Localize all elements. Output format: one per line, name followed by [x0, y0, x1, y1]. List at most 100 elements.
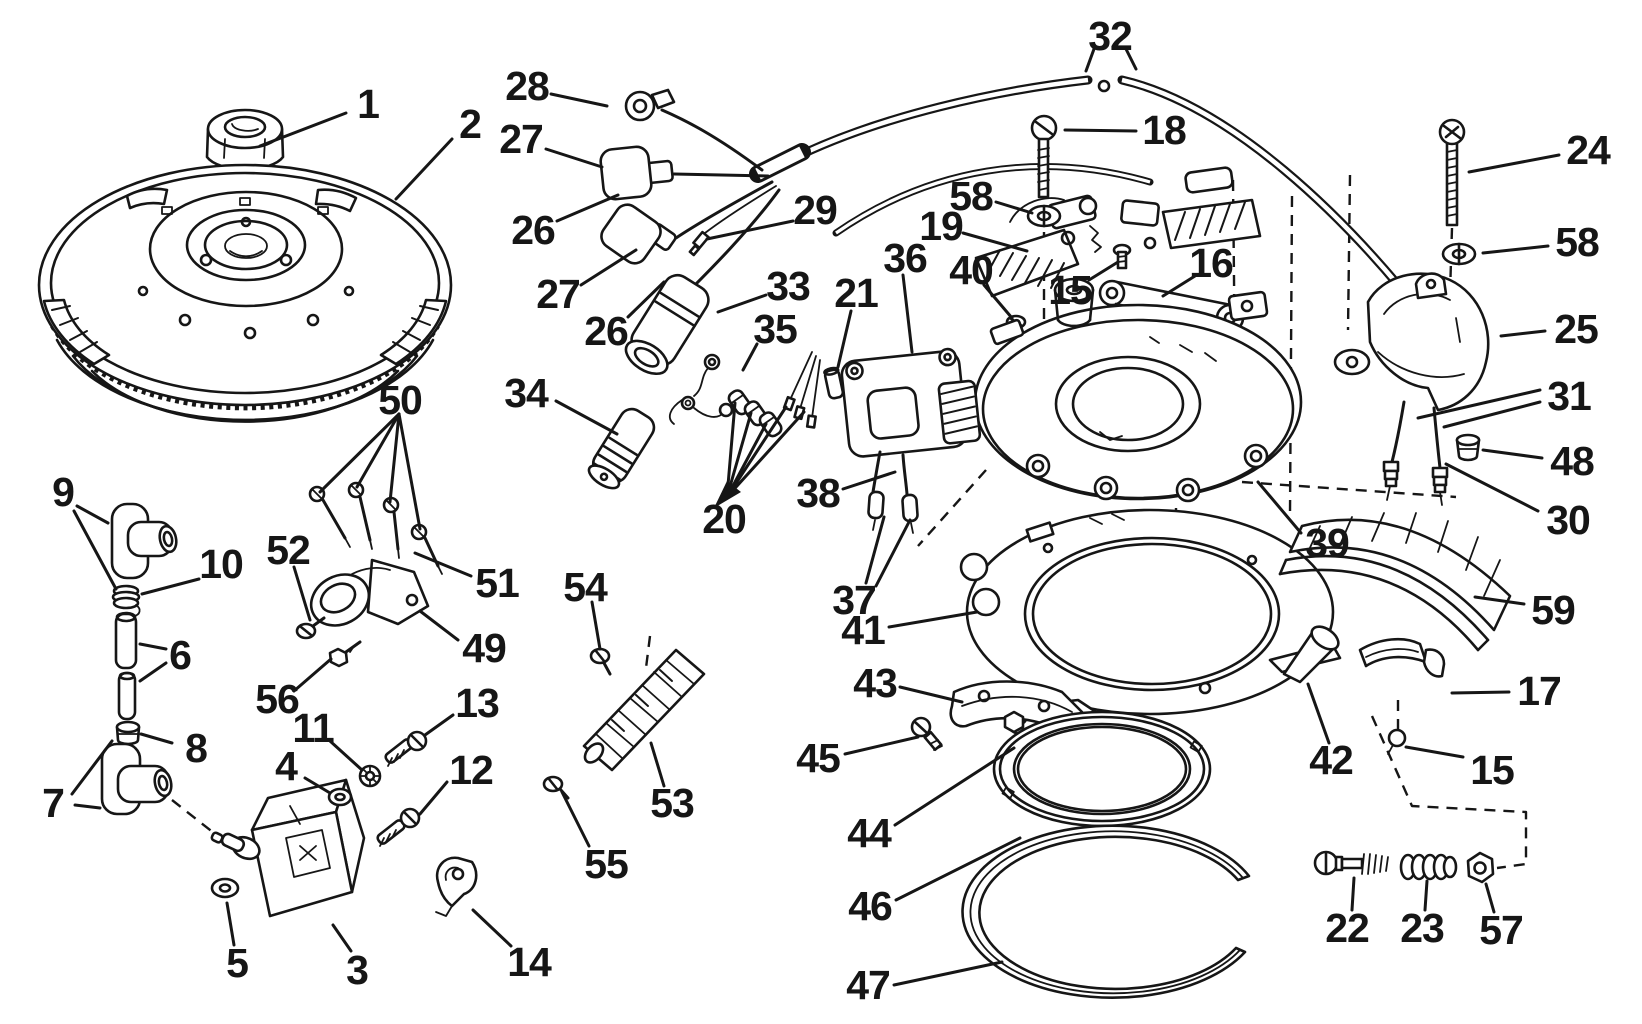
callout-26: 26 — [584, 308, 628, 354]
leader-line-12 — [418, 780, 449, 816]
callout-36: 36 — [883, 235, 927, 281]
leader-line-7 — [73, 803, 102, 810]
callout-50: 50 — [378, 377, 422, 423]
leader-line-21 — [836, 309, 853, 369]
leader-line-26 — [626, 280, 666, 319]
callout-58: 58 — [1555, 219, 1599, 265]
callout-1: 1 — [357, 81, 379, 127]
leader-line-58 — [1481, 244, 1550, 255]
driver-coil — [840, 347, 982, 534]
callout-20: 20 — [702, 496, 746, 542]
retaining-ring — [961, 824, 1251, 999]
flat-washer — [327, 787, 353, 807]
mount-screw-long — [1438, 118, 1477, 266]
callout-15: 15 — [1470, 747, 1514, 793]
comb-grate — [1278, 512, 1512, 652]
sleeve-tubes — [114, 611, 138, 721]
leader-line-2 — [394, 137, 454, 201]
callout-12: 12 — [449, 747, 493, 793]
callout-46: 46 — [848, 883, 892, 929]
callout-44: 44 — [847, 810, 892, 856]
callout-6: 6 — [169, 632, 191, 678]
leader-line-11 — [328, 739, 364, 772]
callout-25: 25 — [1554, 306, 1598, 352]
leader-line-51 — [413, 551, 473, 578]
leader-line-19 — [961, 231, 1029, 253]
callout-41: 41 — [841, 607, 885, 653]
callout-15: 15 — [1048, 267, 1092, 313]
callout-27: 27 — [499, 116, 543, 162]
leader-line-27 — [544, 147, 604, 169]
spark-plug-boot — [624, 273, 710, 376]
callout-2: 2 — [459, 101, 481, 147]
callout-51: 51 — [475, 560, 519, 606]
callout-42: 42 — [1309, 737, 1353, 783]
leader-line-20 — [725, 405, 788, 499]
leader-line-15 — [1404, 745, 1465, 759]
terminal-strip — [582, 648, 706, 772]
leader-line-30 — [1444, 462, 1540, 513]
arrowhead — [714, 481, 741, 508]
callout-38: 38 — [796, 470, 840, 516]
callout-29: 29 — [793, 187, 837, 233]
callout-23: 23 — [1400, 905, 1444, 951]
callout-55: 55 — [584, 841, 628, 887]
leader-line-15 — [1087, 260, 1120, 282]
leader-line-28 — [549, 92, 609, 108]
callout-16: 16 — [1189, 240, 1233, 286]
callout-11: 11 — [292, 705, 334, 751]
callout-9: 9 — [52, 469, 74, 515]
leader-line-1 — [258, 111, 348, 148]
cable-clamp — [435, 856, 478, 917]
callout-58: 58 — [949, 173, 993, 219]
leader-line-24 — [1467, 153, 1561, 174]
leader-line-59 — [1473, 595, 1526, 606]
leader-line-37 — [874, 518, 912, 588]
callout-5: 5 — [226, 940, 248, 986]
leader-line-29 — [705, 219, 795, 241]
flywheel-nut — [205, 108, 285, 171]
callout-49: 49 — [462, 625, 506, 671]
leader-line-58 — [994, 200, 1034, 215]
leader-line-36 — [901, 273, 914, 354]
leader-line-6 — [138, 642, 168, 651]
leader-line-41 — [887, 610, 979, 629]
clamp-screw-set — [1313, 850, 1495, 884]
grommet-lower — [115, 720, 141, 746]
coil-screw-upper — [384, 730, 428, 767]
terminal-plug — [587, 407, 656, 490]
leader-line-23 — [1423, 879, 1429, 912]
callout-10: 10 — [199, 541, 243, 587]
insulator-sleeve — [823, 366, 845, 400]
leader-line-56 — [292, 657, 333, 693]
callout-56: 56 — [255, 676, 299, 722]
callout-52: 52 — [266, 527, 310, 573]
callout-17: 17 — [1517, 668, 1561, 714]
callout-53: 53 — [650, 780, 694, 826]
callout-59: 59 — [1531, 587, 1575, 633]
callout-4: 4 — [275, 743, 298, 789]
points-condenser-assembly — [974, 114, 1262, 361]
callout-40: 40 — [949, 247, 993, 293]
pivot-bolt — [1387, 728, 1407, 755]
callout-28: 28 — [505, 63, 549, 109]
leader-line-27 — [579, 248, 638, 287]
leader-line-46 — [894, 836, 1022, 902]
armature-plate — [973, 277, 1303, 503]
leader-line-31 — [1416, 388, 1542, 420]
leader-line-8 — [139, 732, 174, 745]
callout-19: 19 — [919, 203, 963, 249]
anchor-bracket — [1358, 637, 1446, 678]
leader-line-50 — [355, 412, 401, 489]
leader-line-32 — [1124, 47, 1138, 71]
leader-line-7 — [70, 739, 114, 796]
retainer-boss — [1333, 272, 1490, 506]
callout-47: 47 — [846, 962, 890, 1008]
callout-3: 3 — [346, 947, 368, 993]
hex-screw — [328, 640, 362, 668]
callout-7: 7 — [42, 780, 64, 826]
leader-line-33 — [716, 293, 768, 314]
leader-line-37 — [864, 515, 886, 585]
leader-line-10 — [140, 577, 201, 596]
